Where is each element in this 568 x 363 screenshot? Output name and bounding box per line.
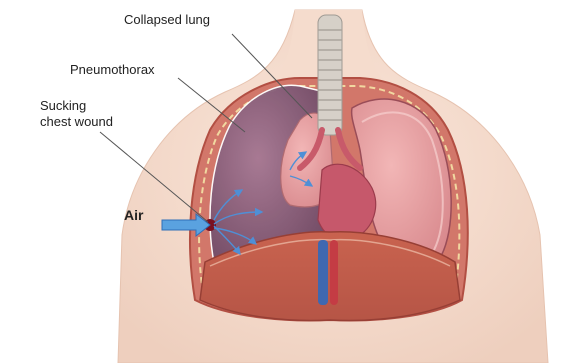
label-collapsed-lung: Collapsed lung <box>124 12 210 27</box>
label-chest-wound: chest wound <box>40 114 113 129</box>
label-sucking: Sucking <box>40 98 86 113</box>
aorta <box>318 240 328 305</box>
label-pneumothorax: Pneumothorax <box>70 62 155 77</box>
label-air: Air <box>124 208 143 223</box>
vena-cava <box>330 240 338 305</box>
